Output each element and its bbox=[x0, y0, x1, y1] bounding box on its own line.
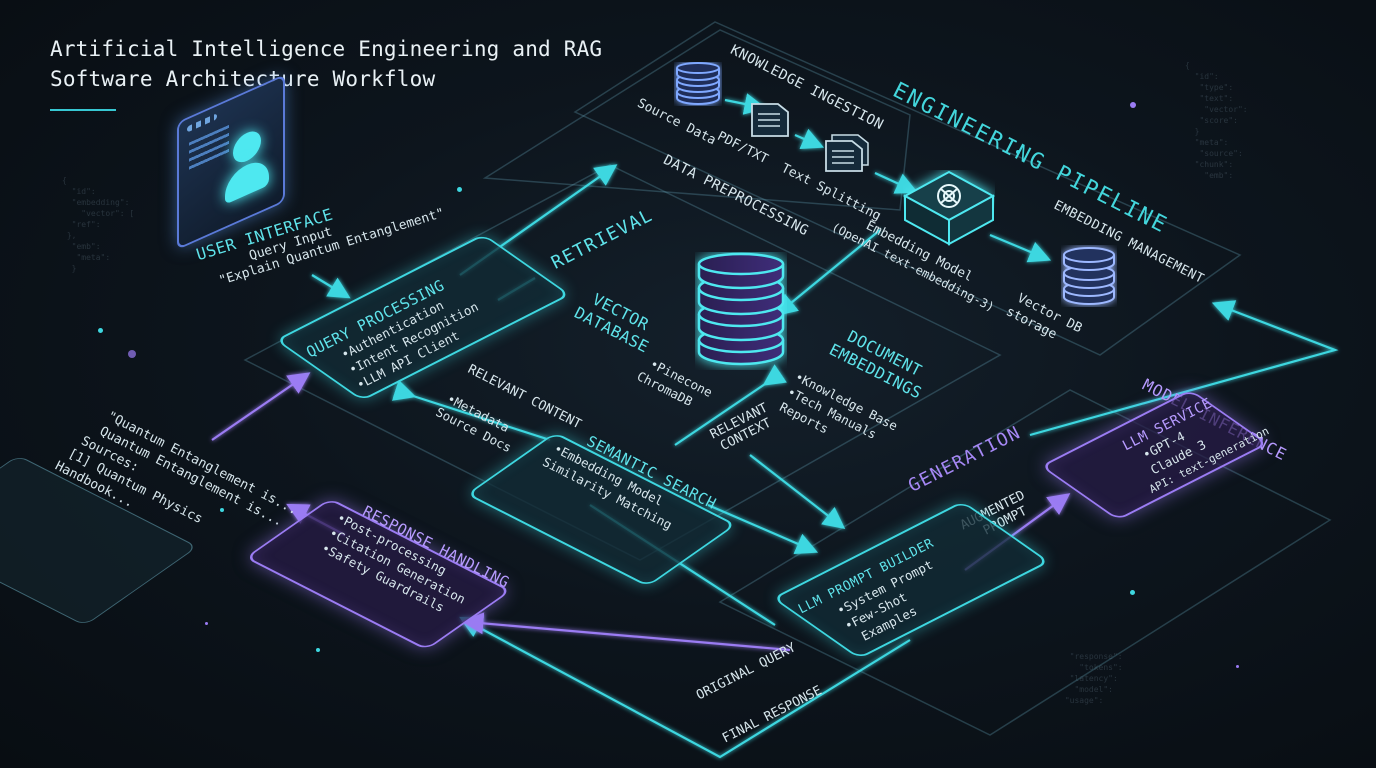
sparkle bbox=[128, 350, 136, 358]
page-title-line-2: Software Architecture Workflow bbox=[50, 67, 436, 91]
text-splitting-icon bbox=[822, 133, 872, 175]
vector-db-storage-icon bbox=[1061, 245, 1117, 307]
source-data-graphic bbox=[676, 62, 720, 105]
sparkle bbox=[98, 328, 103, 333]
background-code-right: { "id": "type": "text": "vector": "score… bbox=[1185, 61, 1248, 180]
database-icon-graphic bbox=[697, 252, 785, 366]
background-code-left: { "id": "embedding": "vector": [ "ref": … bbox=[62, 176, 135, 273]
page-title: Artificial Intelligence Engineering and … bbox=[50, 34, 602, 94]
window-dots bbox=[187, 113, 217, 133]
pdf-document-icon bbox=[748, 100, 792, 140]
embedding-model-icon bbox=[902, 170, 996, 248]
text-splitting-graphic bbox=[825, 134, 869, 172]
sparkle bbox=[220, 508, 224, 512]
sparkle bbox=[1016, 150, 1020, 154]
background-code-bottom: "response": "tokens": "latency": "model"… bbox=[1064, 652, 1123, 705]
text-lines bbox=[189, 124, 229, 173]
sparkle bbox=[1236, 665, 1239, 668]
sparkle bbox=[1130, 590, 1135, 595]
source-data-icon bbox=[674, 62, 722, 106]
title-underline bbox=[50, 109, 116, 111]
database-icon bbox=[695, 252, 787, 370]
user-avatar-icon bbox=[225, 123, 269, 213]
page-title-line-1: Artificial Intelligence Engineering and … bbox=[50, 37, 603, 61]
pdf-document-graphic bbox=[751, 103, 789, 137]
sparkle bbox=[205, 622, 208, 625]
sparkle bbox=[1130, 102, 1136, 108]
embedding-model-graphic bbox=[902, 170, 996, 246]
vector-db-storage-graphic bbox=[1063, 247, 1115, 305]
sparkle bbox=[457, 187, 462, 192]
sparkle bbox=[316, 648, 320, 652]
